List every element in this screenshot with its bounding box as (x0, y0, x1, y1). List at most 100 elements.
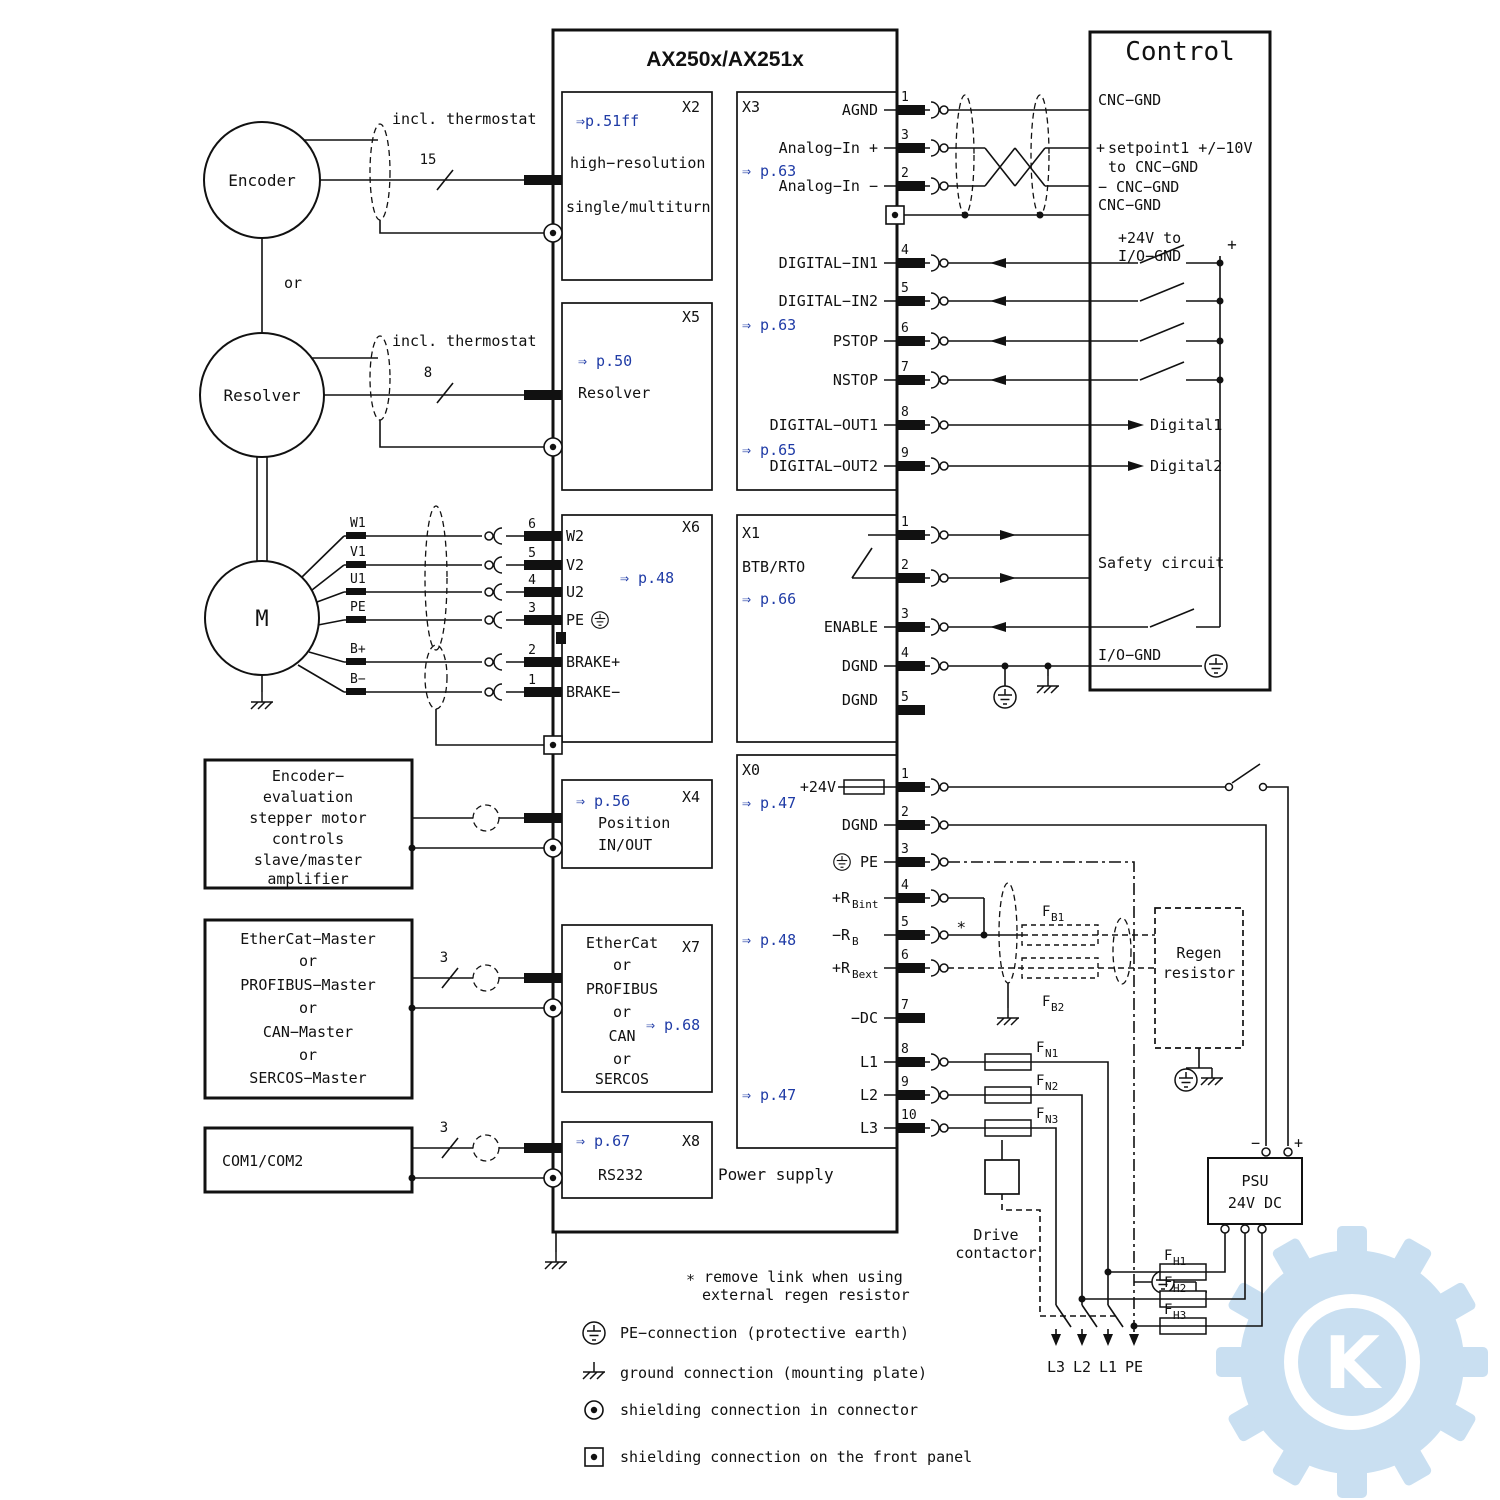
x7-line: CAN (608, 1027, 635, 1045)
x7-line: EtherCat (586, 934, 658, 952)
bus-line: or (299, 1046, 317, 1064)
encoder-eval-box: Encoder− evaluation stepper motor contro… (203, 758, 414, 890)
eval-line: evaluation (263, 788, 353, 806)
mains-terminals: L3 L2 L1 PE (1047, 1358, 1143, 1376)
contactor-label2: contactor (955, 1244, 1036, 1262)
x1-id: X1 (742, 524, 760, 542)
x0-pin-label-sub: B (852, 935, 859, 948)
fuse-label: F (1164, 1275, 1172, 1291)
x5-line1: Resolver (578, 384, 650, 402)
x3-pin-label: Analog−In + (779, 139, 878, 157)
legend-item: shielding connection in connector (620, 1401, 918, 1419)
x3-page-ref: ⇒ p.63 (742, 316, 796, 334)
x0-page-ref: ⇒ p.48 (742, 931, 796, 949)
x3-page-ref: ⇒ p.65 (742, 441, 796, 459)
x4-page-ref: ⇒ p.56 (576, 792, 630, 810)
x3-page-ref: ⇒ p.63 (742, 162, 796, 180)
terminal-label: L3 (1047, 1358, 1065, 1376)
wire-count-3: 3 (440, 1120, 448, 1136)
x0-id: X0 (742, 761, 760, 779)
x6-pin-label: PE (566, 611, 584, 629)
connector-x6: X6 ⇒ p.48 W2 V2 U2 PE BRAKE+ BRAKE− (556, 514, 713, 743)
shield-connector-icon (543, 838, 563, 858)
pin-connectors-right (930, 101, 949, 1137)
link-asterisk: ∗ (956, 915, 966, 934)
terminal-label: L1 (1099, 1358, 1117, 1376)
v24-label2: I/O−GND (1118, 247, 1181, 265)
x5-id: X5 (682, 308, 700, 326)
shield-connector-icon (543, 437, 563, 457)
thermostat-note: incl. thermostat (392, 332, 537, 350)
x5-page-ref: ⇒ p.50 (578, 352, 632, 370)
x0-pin-label: L3 (860, 1119, 878, 1137)
x3-pin-label: NSTOP (833, 371, 878, 389)
pin-number: 3 (901, 128, 909, 143)
x2-line2: single/multiturn (566, 198, 711, 216)
pe-icon (833, 853, 851, 871)
connector-x4: ⇒ p.56 X4 Position IN/OUT (561, 779, 713, 869)
pin-number: 6 (901, 321, 909, 336)
x3-pin-label: Analog−In − (779, 177, 878, 195)
x6-page-ref: ⇒ p.48 (620, 569, 674, 587)
x2-id: X2 (682, 98, 700, 116)
motor-wire-label: W1 (350, 516, 366, 531)
thermostat-note: incl. thermostat (392, 110, 537, 128)
x7-line: or (613, 956, 631, 974)
pin-number: 3 (901, 842, 909, 857)
terminal-label: PE (1125, 1358, 1143, 1376)
note-line2: external regen resistor (702, 1286, 910, 1304)
resolver-label: Resolver (223, 386, 300, 405)
motor-label: M (255, 607, 268, 632)
eval-line: slave/master (254, 851, 362, 869)
fuse-sub: N1 (1045, 1047, 1058, 1060)
x0-pin-label: −R (832, 926, 851, 944)
connector-x0: X0 +24V ⇒ p.47 DGND PE +R Bint −R B +R B… (736, 754, 898, 1149)
psu-minus: − (1251, 1134, 1260, 1152)
legend-item: PE−connection (protective earth) (620, 1324, 909, 1342)
bus-line: or (299, 952, 317, 970)
pin-number: 7 (901, 998, 909, 1013)
x8-id: X8 (682, 1132, 700, 1150)
pin-number: 4 (901, 878, 909, 893)
psu-plus: + (1294, 1134, 1303, 1152)
amplifier-title: AX250x/AX251x (646, 48, 804, 71)
x0-pin-label: PE (860, 853, 878, 871)
ground-icon (582, 1361, 606, 1380)
pin-number: 4 (528, 573, 536, 588)
setpoint-label2: to CNC−GND (1108, 158, 1198, 176)
connector-x8: ⇒ p.67 X8 RS232 (561, 1121, 713, 1199)
pe-icon (582, 1321, 606, 1345)
pin-numbers-right: 1 3 2 4 5 6 7 8 9 1 2 3 4 5 1 2 3 4 5 6 … (901, 90, 917, 1123)
ground-icon (544, 1251, 568, 1270)
fuse-label: F (1042, 994, 1050, 1010)
pin-number: 8 (901, 405, 909, 420)
pe-icon (1174, 1068, 1198, 1092)
psu: PSU 24V DC − + (1207, 1134, 1303, 1234)
connector-x2: X2 ⇒p.51ff high−resolution single/multit… (561, 91, 713, 281)
regen-label2: resistor (1163, 964, 1235, 982)
x3-pin-label: DIGITAL−IN1 (779, 254, 878, 272)
x0-pin-label: +R (832, 889, 851, 907)
ground-icon (250, 691, 274, 710)
fuse-sub: B2 (1051, 1001, 1064, 1014)
x3-pin-label: DIGITAL−OUT1 (770, 416, 878, 434)
pin-number: 10 (901, 1108, 917, 1123)
connector-x7: X7 EtherCat or PROFIBUS or CAN or SERCOS… (561, 924, 713, 1093)
motor-wire-label: PE (350, 600, 366, 615)
note-line1: ∗ remove link when using (686, 1268, 903, 1286)
shield-connector-icon (584, 1400, 604, 1420)
note-asterisk: ∗ ∗ remove link when using external rege… (686, 915, 966, 1304)
pin-number: 2 (901, 805, 909, 820)
eval-line: Encoder− (272, 767, 344, 785)
pin-number: 1 (901, 515, 909, 530)
x0-pin-label: +24V (800, 778, 836, 796)
pin-rects-right (897, 105, 925, 1133)
x6-pin-label: BRAKE+ (566, 653, 620, 671)
pin-number: 3 (528, 601, 536, 616)
motor-wire-label: U1 (350, 572, 366, 587)
amplifier-box: AX250x/AX251x Power supply X2 ⇒p.51ff hi… (551, 28, 899, 1234)
fuse-fn1 (984, 1053, 1032, 1071)
fuse-label: F (1036, 1040, 1044, 1056)
eval-line: stepper motor (249, 809, 366, 827)
shield-connector-icon (543, 223, 563, 243)
